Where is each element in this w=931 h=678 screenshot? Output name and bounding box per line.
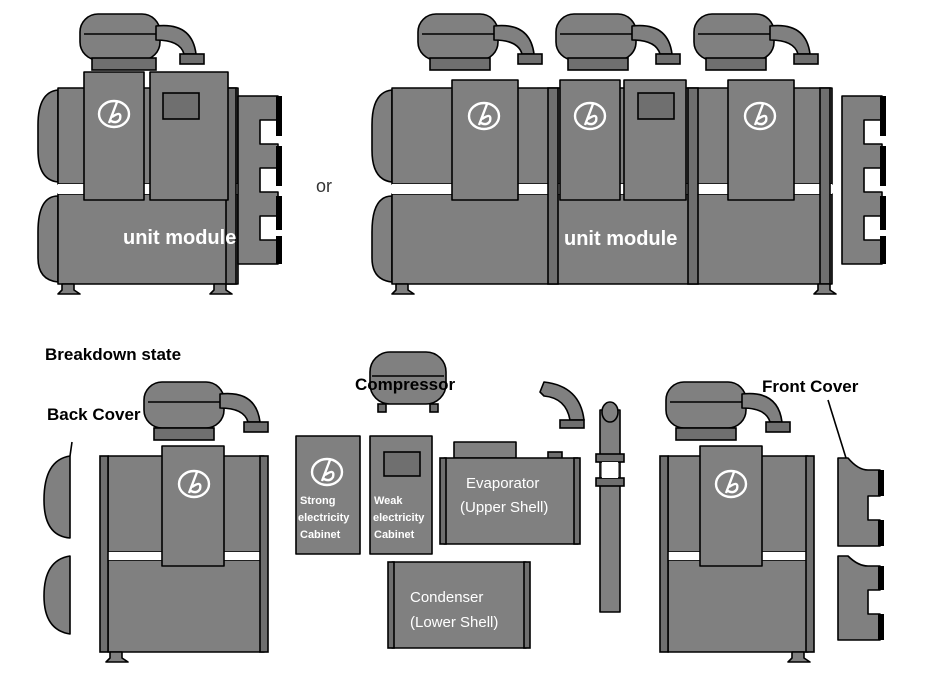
unit-module-combined: [371, 13, 887, 295]
unit-without-back-cover: [99, 381, 269, 663]
svg-text:electricity: electricity: [373, 512, 425, 524]
compressor-part: [369, 351, 447, 413]
unit-module-label-combined: unit module: [564, 228, 677, 250]
svg-text:Weak: Weak: [374, 495, 403, 507]
elbow-pipe: [539, 381, 585, 429]
svg-text:(Lower Shell): (Lower Shell): [410, 614, 498, 631]
svg-text:Strong: Strong: [300, 495, 335, 507]
back-cover: [43, 441, 73, 635]
unit-module-label: unit module: [123, 227, 236, 249]
front-cover-label: Front Cover: [762, 377, 859, 396]
compressor-label: Compressor: [355, 375, 456, 394]
svg-text:Evaporator: Evaporator: [466, 475, 539, 492]
front-cover: [827, 399, 884, 641]
svg-text:Cabinet: Cabinet: [374, 529, 415, 541]
strong-electricity-cabinet: Strong electricity Cabinet: [295, 435, 361, 555]
unit-module-single: [37, 13, 283, 295]
weak-electricity-cabinet: Weak electricity Cabinet: [369, 435, 433, 555]
condenser-lower-shell: Condenser (Lower Shell): [387, 561, 531, 649]
svg-text:electricity: electricity: [298, 512, 350, 524]
unit-without-front-cover: [659, 381, 815, 663]
svg-text:(Upper Shell): (Upper Shell): [460, 499, 548, 516]
breakdown-state-label: Breakdown state: [45, 345, 181, 364]
evaporator-upper-shell: Evaporator (Upper Shell): [439, 441, 581, 545]
svg-text:Cabinet: Cabinet: [300, 529, 341, 541]
or-label: or: [316, 176, 332, 196]
back-cover-label: Back Cover: [47, 405, 141, 424]
straight-pipe: [595, 401, 625, 613]
svg-text:Condenser: Condenser: [410, 589, 483, 606]
